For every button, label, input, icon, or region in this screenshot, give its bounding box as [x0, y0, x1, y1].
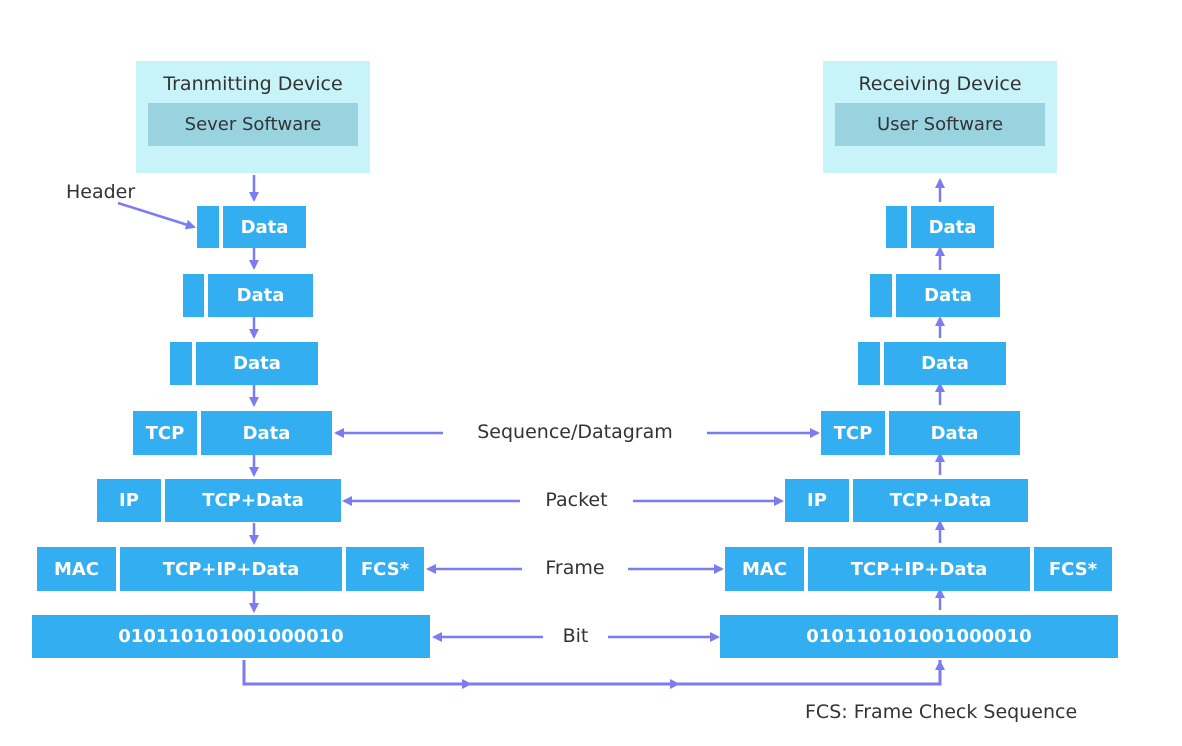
- layer-label-packet: Packet: [545, 489, 608, 511]
- header-block: [870, 274, 892, 317]
- header-pointer: [117, 201, 196, 230]
- bit-stream-block: 010110101001000010: [32, 615, 430, 658]
- header-block: [886, 206, 907, 248]
- tcp-ip-data-block: TCP+IP+Data: [120, 547, 342, 591]
- fcs-footnote: FCS: Frame Check Sequence: [805, 701, 1078, 723]
- transmitting-device-title: Tranmitting Device: [163, 73, 343, 95]
- data-block: Data: [223, 206, 306, 248]
- server-software-box: Sever Software: [148, 103, 358, 146]
- receiving-device: Receiving Device User Software: [823, 61, 1057, 173]
- tcp-data-block: TCP+Data: [853, 479, 1028, 522]
- layer-label-segment: Sequence/Datagram: [477, 421, 673, 443]
- transmission-line: [242, 660, 942, 686]
- ip-header-block: IP: [785, 479, 849, 522]
- data-block: Data: [896, 274, 1000, 317]
- ip-header-block: IP: [97, 479, 161, 522]
- tcp-header-block: TCP: [821, 411, 885, 455]
- layer-label-bit: Bit: [562, 625, 589, 647]
- receiving-device-title: Receiving Device: [858, 73, 1022, 95]
- data-block: Data: [201, 411, 332, 455]
- header-block: [170, 342, 192, 385]
- mac-header-block: MAC: [37, 547, 116, 591]
- header-block: [183, 274, 204, 317]
- header-block: [197, 206, 219, 248]
- data-block: Data: [196, 342, 318, 385]
- mac-header-block: MAC: [725, 547, 804, 591]
- transmitting-device: Tranmitting Device Sever Software: [136, 61, 370, 173]
- data-block: Data: [884, 342, 1006, 385]
- data-block: Data: [889, 411, 1020, 455]
- user-software-box: User Software: [835, 103, 1045, 146]
- bit-stream-block: 010110101001000010: [720, 615, 1118, 658]
- header-label: Header: [66, 181, 136, 203]
- tcp-ip-data-block: TCP+IP+Data: [808, 547, 1030, 591]
- header-block: [858, 342, 880, 385]
- data-block: Data: [911, 206, 994, 248]
- tcp-header-block: TCP: [133, 411, 197, 455]
- fcs-block: FCS*: [1034, 547, 1112, 591]
- tcp-data-block: TCP+Data: [165, 479, 341, 522]
- data-block: Data: [208, 274, 313, 317]
- layer-label-frame: Frame: [545, 557, 605, 579]
- fcs-block: FCS*: [346, 547, 424, 591]
